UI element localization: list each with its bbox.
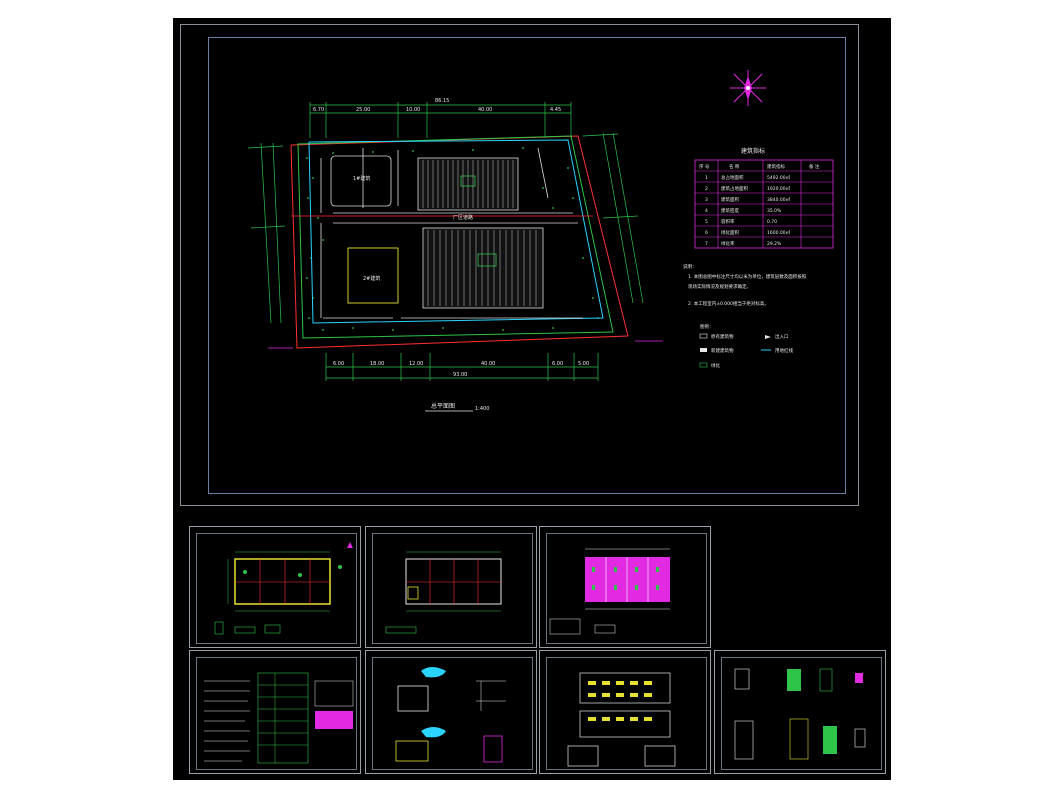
legend-block: 图例： 原有建筑物 新建建筑物 绿化 出入口 用地红线: [699, 323, 793, 369]
legend-item-4: 出入口: [775, 333, 789, 340]
thumbnail-wall-details[interactable]: [714, 650, 886, 774]
table-row-4-value: 35.0%: [767, 208, 782, 214]
table-row-3-no: 3: [705, 197, 708, 203]
building-2-label: 2#建筑: [363, 275, 380, 282]
dim-top-4: 40.00: [478, 107, 492, 113]
road-label: 厂区道路: [453, 214, 473, 221]
site-plan-drawing[interactable]: 86.15 6.70 25.00 10.00 40.00 4.45 6.00 1…: [173, 18, 891, 518]
building-3[interactable]: [417, 157, 519, 211]
road-boundary: [308, 139, 604, 324]
note-line-1: 1. 本图总图中标注尺寸均以米为单位，建筑层数及面积按照: [688, 273, 807, 280]
thumbnail-elevations[interactable]: [539, 650, 711, 774]
table-row-6-name: 绿化面积: [721, 229, 739, 236]
table-row-4-name: 建筑密度: [721, 207, 739, 214]
index-table-heading: 建筑指标: [741, 147, 765, 155]
dimension-sides: [247, 132, 644, 324]
building-1[interactable]: [330, 155, 392, 207]
drawing-scale: 1:400: [475, 406, 489, 412]
thumbnail-floor-plan-2-drawing: [385, 551, 502, 634]
dim-top-total: 86.15: [435, 98, 449, 104]
table-row-7-no: 7: [705, 241, 708, 247]
building-1-label: 1#建筑: [353, 175, 370, 182]
dim-bottom-5: 6.00: [552, 361, 563, 367]
table-row-2-no: 2: [705, 186, 708, 192]
dim-bottom-1: 6.00: [333, 361, 344, 367]
north-arrow-icon: [730, 70, 766, 106]
legend-title: 图例：: [700, 323, 714, 330]
dim-top-5: 4.45: [550, 107, 561, 113]
main-sheet-outer-frame: [180, 24, 859, 506]
dim-top-3: 10.00: [406, 107, 420, 113]
main-sheet-inner-frame: [208, 37, 846, 494]
table-row-5-value: 0.70: [767, 219, 777, 225]
table-row-2-value: 1920.00㎡: [767, 185, 791, 192]
table-col-1: 序 号: [699, 163, 710, 170]
dim-top-2: 25.00: [356, 107, 370, 113]
table-row-6-value: 1600.00㎡: [767, 229, 791, 236]
table-row-7-value: 29.2%: [767, 241, 782, 247]
table-row-3-value: 3840.00㎡: [767, 196, 791, 203]
thumbnail-floor-plan-1[interactable]: [189, 526, 361, 648]
notes-title: 说明：: [683, 263, 697, 270]
thumbnail-elevations-drawing: [567, 672, 676, 767]
legend-item-5: 用地红线: [775, 347, 793, 354]
dim-bottom-total: 93.00: [453, 372, 467, 378]
table-row-5-no: 5: [705, 219, 708, 225]
index-table[interactable]: 建筑指标 序 号 名 称 建筑指标 备 注 1 总占地面积 5492.00㎡ 2…: [694, 147, 834, 249]
table-row-1-name: 总占地面积: [721, 174, 744, 181]
table-row-4-no: 4: [705, 208, 708, 214]
building-2[interactable]: [347, 247, 399, 304]
thumbnail-wall-details-drawing: [734, 668, 866, 760]
table-row-2-name: 建筑占地面积: [721, 185, 748, 192]
drawing-title: 总平面图: [431, 402, 455, 410]
notes-block: 说明： 1. 本图总图中标注尺寸均以米为单位，建筑层数及面积按照 现场实际情况及…: [683, 263, 807, 307]
road-edges: [320, 147, 583, 319]
table-col-3: 建筑指标: [767, 163, 785, 170]
thumbnail-stair-details-drawing: [395, 667, 506, 763]
table-row-1-no: 1: [705, 175, 708, 181]
note-line-2: 现场实际情况及规划要求确定。: [688, 283, 751, 290]
thumbnail-roof-plan-drawing: [549, 548, 670, 635]
table-row-6-no: 6: [705, 230, 708, 236]
dim-bottom-2: 18.00: [370, 361, 384, 367]
legend-item-2: 新建建筑物: [711, 347, 734, 354]
legend-item-1: 原有建筑物: [711, 333, 734, 340]
cad-model-space[interactable]: 86.15 6.70 25.00 10.00 40.00 4.45 6.00 1…: [173, 18, 891, 780]
thumbnail-stair-details[interactable]: [365, 650, 537, 774]
table-row-7-name: 绿化率: [721, 240, 735, 247]
table-row-1-value: 5492.00㎡: [767, 174, 791, 181]
dim-bottom-3: 12.00: [409, 361, 423, 367]
thumbnail-design-notes-drawing: [204, 672, 354, 764]
thumbnail-floor-plan-2[interactable]: [365, 526, 537, 648]
table-row-5-name: 容积率: [721, 218, 735, 225]
coordinate-marks: [268, 340, 663, 349]
thumbnail-roof-plan[interactable]: [539, 526, 711, 648]
table-col-2: 名 称: [729, 163, 740, 170]
green-area: [297, 135, 614, 339]
thumbnail-floor-plan-1-drawing: [214, 542, 353, 635]
dim-bottom-6: 5.00: [578, 361, 589, 367]
table-col-4: 备 注: [809, 163, 820, 170]
legend-item-3: 绿化: [711, 362, 720, 369]
dim-bottom-4: 40.00: [481, 361, 495, 367]
building-4[interactable]: [422, 227, 544, 309]
note-line-3: 2. 本工程室内±0.000相当于绝对标高。: [688, 300, 769, 307]
dimension-top: [309, 102, 572, 138]
table-row-3-name: 建筑面积: [721, 196, 739, 203]
dim-top-1: 6.70: [313, 107, 324, 113]
thumbnail-design-notes[interactable]: [189, 650, 361, 774]
green-hatch: [306, 147, 599, 331]
dimension-bottom: [325, 353, 599, 381]
